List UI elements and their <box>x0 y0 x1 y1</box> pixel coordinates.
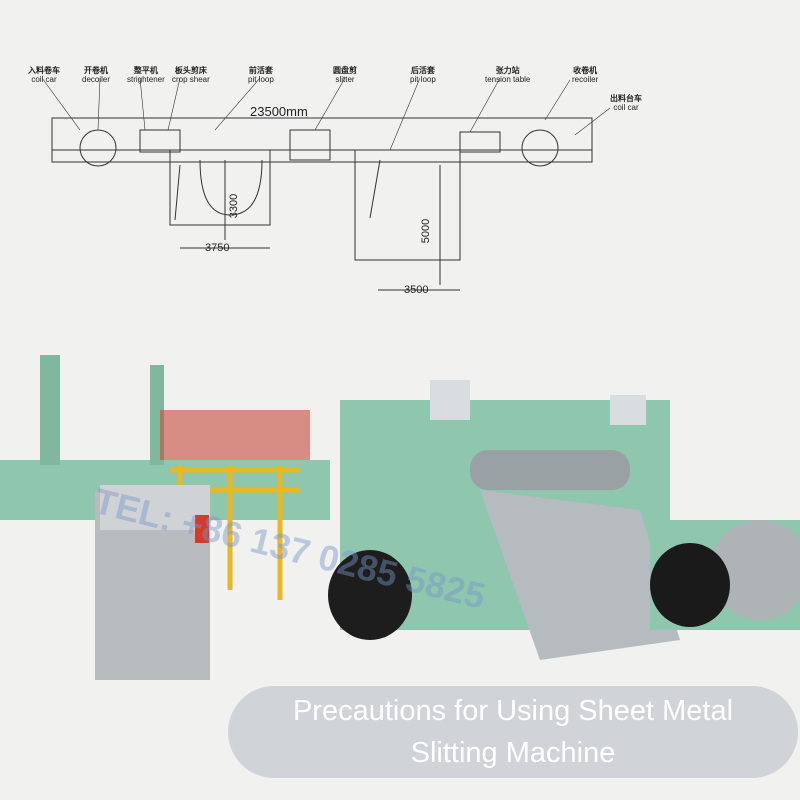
dim-pit2-depth: 5000 <box>420 218 433 244</box>
dim-pit2-width: 3500 <box>404 284 429 296</box>
caption-banner: Precautions for Using Sheet Metal Slitti… <box>228 686 798 778</box>
dim-pit1-width: 3750 <box>205 242 230 254</box>
machine-photo <box>0 355 800 680</box>
caption-line-1: Precautions for Using Sheet Metal <box>292 695 734 727</box>
dim-pit1-depth: 3300 <box>228 193 241 219</box>
caption-line-2: Slitting Machine <box>410 737 616 769</box>
layout-diagram <box>41 77 611 291</box>
dim-length: 23500mm <box>250 104 308 119</box>
